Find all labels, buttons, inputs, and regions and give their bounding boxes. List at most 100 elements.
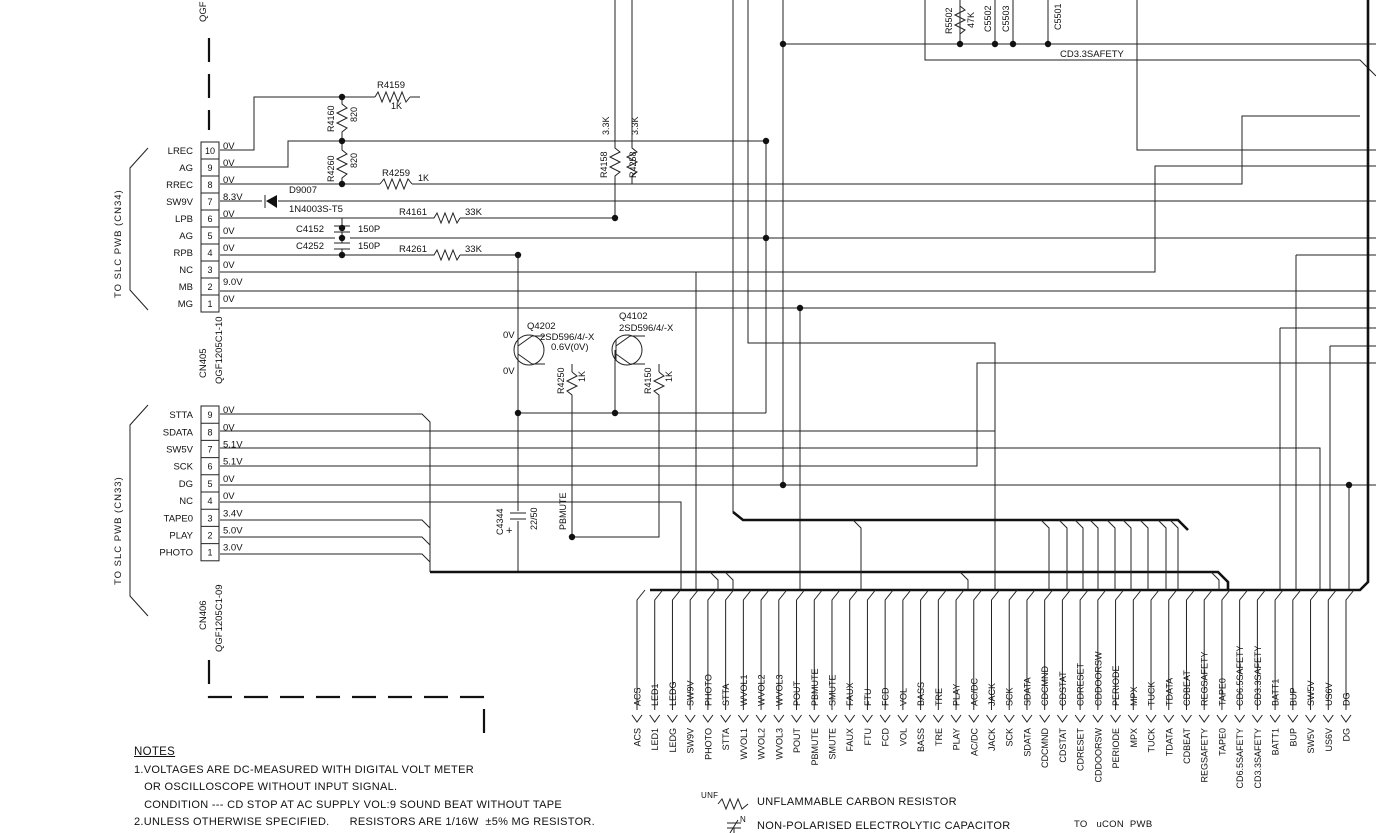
bus-signal-label: FAUX (845, 682, 855, 706)
pin-number: 3 (207, 265, 212, 275)
r4250-resistor (565, 371, 579, 537)
bus-signal-label: BATT1 (1271, 728, 1281, 755)
cn34-side-label: TO SLC PWB (CN34) (113, 189, 124, 298)
pin-voltage: 0V (223, 175, 235, 186)
r4260-resistor (335, 141, 349, 184)
r4258-resistor (625, 141, 639, 184)
cn33-bracket (129, 404, 149, 617)
bus-signal-label: DG (1342, 728, 1352, 742)
bus-signal-label: LED1 (650, 683, 660, 706)
r4161-ref: R4161 (399, 207, 427, 218)
bus-signal-label: REGSAFETY (1200, 728, 1210, 783)
r4259-resistor (379, 177, 413, 191)
pin-voltage: 0V (223, 209, 235, 220)
c4152-val: 150P (358, 224, 380, 235)
pin-signal-label: MB (179, 282, 193, 293)
r4159-resistor (374, 90, 411, 104)
bus-signal-label: AC/DC (969, 728, 979, 757)
c5502-ref: C5502 (983, 5, 993, 32)
legend-np-text: NON-POLARISED ELECTROLYTIC CAPACITOR (757, 820, 1011, 832)
c5501-ref: C5501 (1053, 3, 1063, 30)
pin-number: 3 (207, 513, 212, 523)
pin-number: 6 (207, 462, 212, 472)
note-line-2: OR OSCILLOSCOPE WITHOUT INPUT SIGNAL. (134, 781, 398, 793)
pin-number: 8 (207, 427, 212, 437)
c4344-ref: C4344 (495, 508, 505, 535)
bus-signal-label: VOL (898, 728, 908, 746)
bus-signal-label: SMUTE (827, 728, 837, 760)
bus-signal-label: WVOL2 (757, 674, 767, 706)
cd33safety-net: CD3.3SAFETY (1060, 49, 1125, 60)
board-outline-bottom (207, 660, 486, 742)
unf-resistor-symbol (717, 797, 749, 811)
r4261-val: 33K (465, 244, 483, 255)
r4261-resistor (410, 248, 461, 262)
bus-signal-label: WVOL3 (774, 728, 784, 760)
bus-signal-label: CDRESET (1076, 662, 1086, 706)
bus-signal-label: POUT (792, 728, 802, 754)
pin-signal-label: SDATA (163, 427, 194, 438)
pin-number: 9 (207, 410, 212, 420)
bus-signal-label: PBMUTE (810, 728, 820, 766)
pin-signal-label: SW5V (166, 445, 194, 456)
bus-signal-label: FTU (863, 728, 873, 746)
r5502-resistor (953, 0, 967, 44)
pin-signal-label: LPB (175, 214, 193, 225)
pin-signal-label: AG (179, 231, 193, 242)
bus-signal-label: PERIODE (1111, 728, 1121, 769)
pin-number: 4 (207, 496, 212, 506)
r4250-ref: R4250 (556, 367, 566, 394)
pin-signal-label: NC (179, 265, 193, 276)
c4344-val: 22/50 (529, 507, 539, 530)
bus-signal-label: LEDG (668, 728, 678, 753)
q4102-val: 2SD596/4/-X (619, 323, 674, 334)
pin-number: 7 (207, 445, 212, 455)
bus-signal-label: PERIODE (1111, 665, 1121, 706)
bus-signal-label: LED1 (650, 728, 660, 751)
main-bus (430, 570, 1230, 590)
c4252-ref: C4252 (296, 241, 324, 252)
q4202-ref: Q4202 (527, 321, 556, 332)
bus-signal-label: PLAY (952, 684, 962, 706)
pin-number: 1 (207, 548, 212, 558)
pin-number: 2 (207, 531, 212, 541)
bus-signal-label: JACK (987, 683, 997, 706)
bus-signal-label: POUT (792, 680, 802, 706)
bus-signal-label: CDBEAT (1182, 728, 1192, 764)
bus-signal-label: JACK (987, 728, 997, 751)
bus-signal-label: CDSTAT (1058, 728, 1068, 763)
bus-signal-label: CDRESET (1076, 728, 1086, 772)
d9007-diode (266, 195, 277, 208)
bus-signal-label: MPX (1129, 686, 1139, 706)
bus-signal-label: BASS (916, 728, 926, 752)
q4202-v3: 0V (503, 366, 515, 377)
bus-signal-label: WVOL1 (739, 674, 749, 706)
pin-voltage: 5.0V (223, 526, 243, 537)
pin-number: 10 (205, 146, 215, 156)
pin-signal-label: MG (178, 299, 193, 310)
pin-number: 2 (207, 282, 212, 292)
pin-number: 1 (207, 299, 212, 309)
pin-signal-label: STTA (169, 410, 193, 421)
bus-signal-label: TDATA (1164, 728, 1174, 756)
pin-voltage: 0V (223, 491, 235, 502)
pin-voltage: 0V (223, 405, 235, 416)
r4161-val: 33K (465, 207, 483, 218)
bus-signal-label: CD6.5SAFETY (1235, 728, 1245, 789)
pin-number: 4 (207, 248, 212, 258)
cn34-wiring (220, 96, 1376, 413)
pin-number: 7 (207, 197, 212, 207)
pin-number: 5 (207, 479, 212, 489)
bus-signal-label: CDDOORSW (1093, 727, 1103, 782)
bus-signal-label: TAPE0 (1217, 728, 1227, 756)
bus-signal-label: WVOL3 (774, 674, 784, 706)
pin-voltage: 8.3V (223, 192, 243, 203)
bus-signal-label: ACS (633, 728, 643, 747)
pin-number: 6 (207, 214, 212, 224)
bus-signal-label: DG (1342, 693, 1352, 707)
pin-signal-label: TAPE0 (164, 513, 193, 524)
r4260-val: 820 (349, 153, 359, 168)
r4150-resistor (572, 371, 666, 538)
